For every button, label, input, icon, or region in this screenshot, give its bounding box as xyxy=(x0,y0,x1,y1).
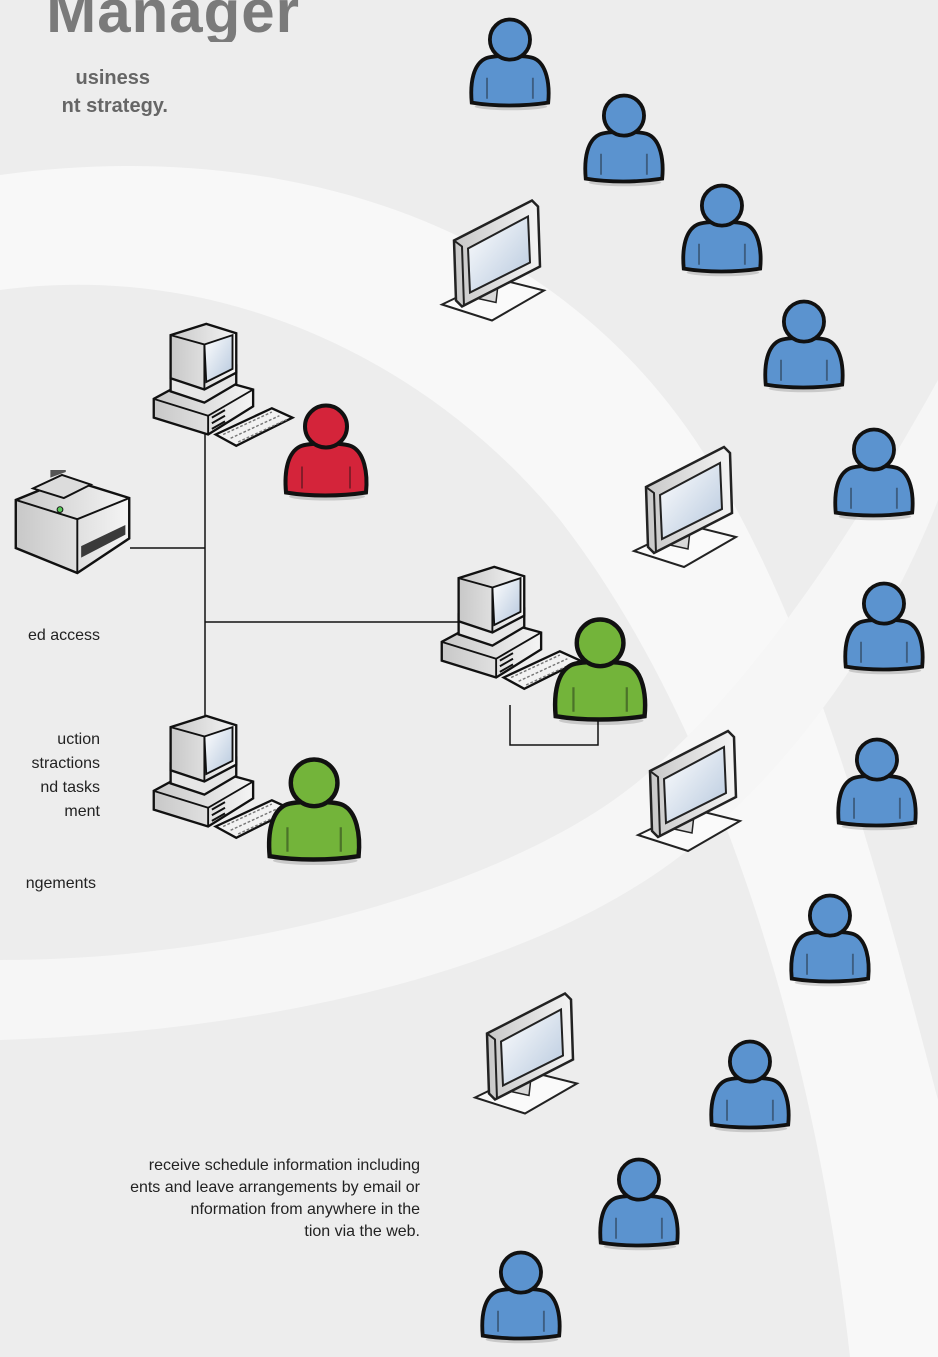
user-icon xyxy=(477,1243,563,1348)
list-item: nd tasks xyxy=(40,779,100,796)
monitor-icon xyxy=(624,436,744,576)
monitor-icon xyxy=(465,985,585,1120)
user-icon xyxy=(580,86,666,191)
subtitle-line-1: usiness xyxy=(75,67,150,89)
user-icon xyxy=(595,1150,681,1255)
schedule-paragraph: receive schedule information including e… xyxy=(130,1157,420,1240)
user-icon xyxy=(786,886,872,991)
user-icon xyxy=(466,10,552,115)
user-icon xyxy=(678,176,764,281)
workstation-icon xyxy=(150,322,300,457)
list-item: ngements xyxy=(25,875,96,892)
user-icon xyxy=(706,1032,792,1137)
user-icon xyxy=(833,730,919,835)
user-icon-green xyxy=(263,747,363,872)
access-text: ed access xyxy=(27,627,100,644)
user-icon xyxy=(840,574,926,679)
user-icon xyxy=(760,292,846,397)
subtitle-line-2: nt strategy. xyxy=(61,95,168,117)
list-item: ment xyxy=(64,803,100,820)
user-icon-red xyxy=(280,393,370,508)
monitor-icon xyxy=(432,192,552,327)
list-item: uction xyxy=(57,731,100,748)
monitor-icon xyxy=(628,720,748,860)
list-item: stractions xyxy=(31,755,100,772)
user-icon-green xyxy=(549,607,649,732)
fax-printer-icon xyxy=(10,470,135,578)
user-icon xyxy=(830,420,916,525)
page-title: Manager xyxy=(46,0,300,42)
